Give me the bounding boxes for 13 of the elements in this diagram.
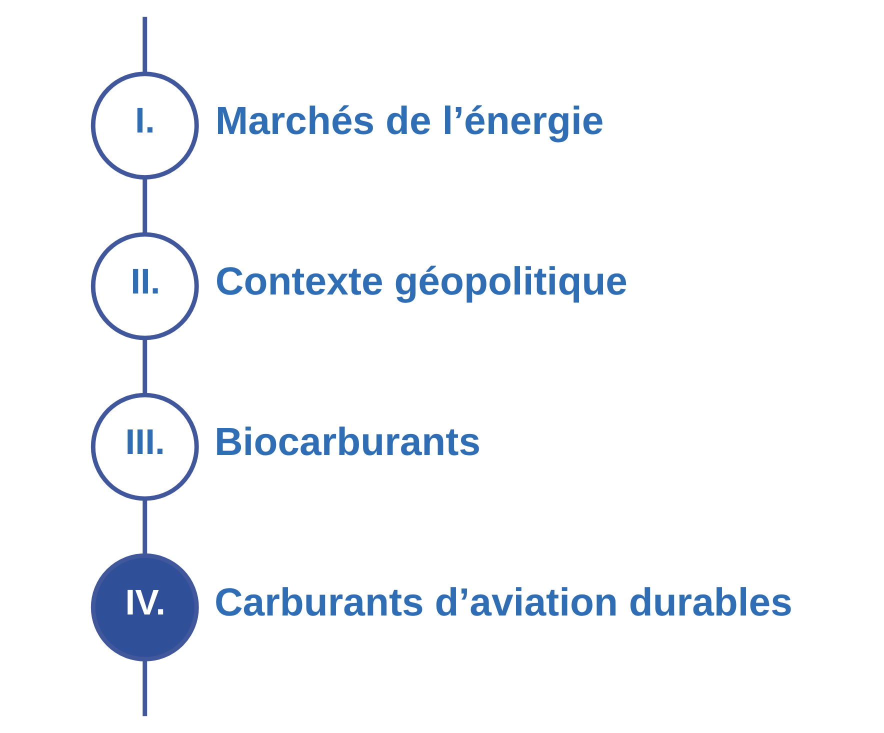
node-label: Carburants d’aviation durables (214, 580, 792, 625)
connector (142, 16, 148, 74)
node-circle: I. (90, 72, 199, 180)
node-circle: III. (90, 392, 199, 501)
node-circle: IV. (90, 553, 199, 662)
connector (142, 660, 148, 716)
connector (142, 499, 148, 556)
node-circle: II. (90, 232, 199, 340)
connector (142, 338, 148, 395)
node-label: Marchés de l’énergie (215, 98, 604, 143)
connector (142, 178, 148, 234)
node-label: Contexte géopolitique (215, 259, 628, 304)
node-label: Biocarburants (214, 420, 481, 464)
